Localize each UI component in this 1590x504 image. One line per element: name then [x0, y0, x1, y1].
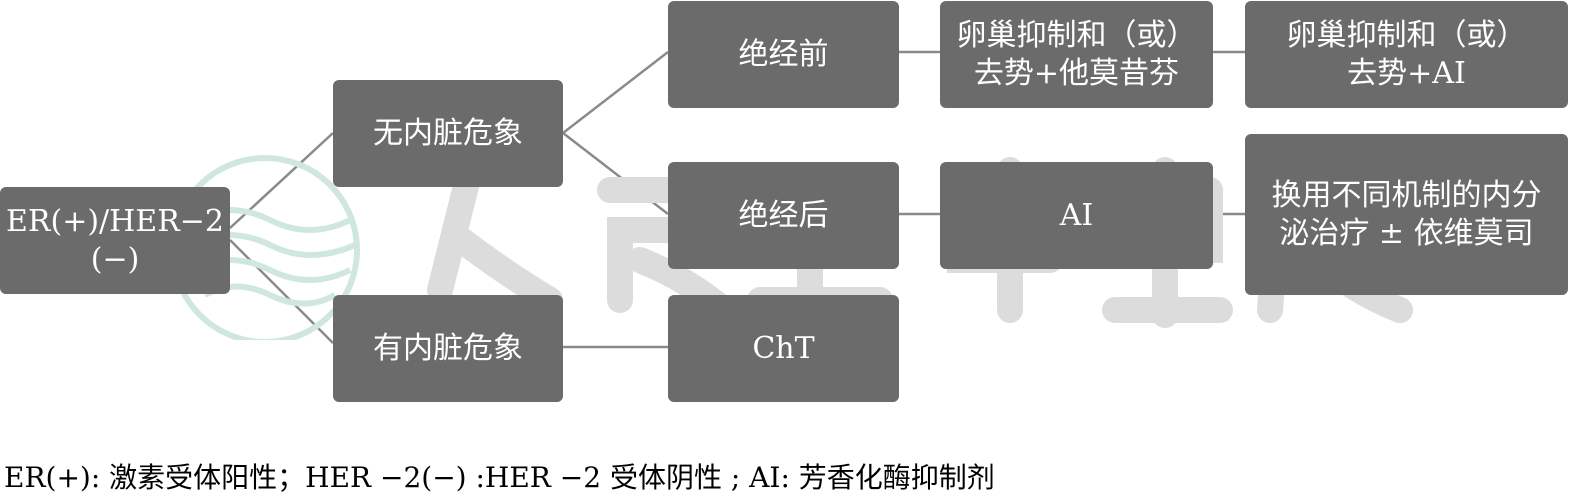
node-switch-endocrine-line-1: 换用不同机制的内分 [1271, 178, 1542, 213]
node-no-visceral-crisis: 无内脏危象 [333, 80, 563, 187]
node-ai-label: AI [1059, 197, 1094, 233]
node-ovarian-ai-line-1: 卵巢抑制和（或） [1286, 18, 1527, 53]
connector-root-visceral [229, 239, 334, 344]
node-no-visceral-label: 无内脏危象 [373, 115, 523, 151]
node-premenopausal-label: 绝经前 [738, 36, 829, 72]
connector-no-visceral-postmenopausal [562, 132, 669, 215]
connector-no-visceral-premenopausal [562, 51, 669, 134]
node-ovarian-tamoxifen: 卵巢抑制和（或）去势+他莫昔芬 [940, 1, 1213, 108]
node-visceral-label: 有内脏危象 [373, 330, 523, 366]
node-switch-endocrine-line-2: 泌治疗 ± 依维莫司 [1279, 215, 1534, 251]
node-ai: AI [940, 162, 1213, 269]
node-premenopausal: 绝经前 [668, 1, 899, 108]
node-ovarian-tamoxifen-line-2: 去势+他莫昔芬 [973, 55, 1180, 91]
node-visceral-crisis: 有内脏危象 [333, 295, 563, 402]
node-postmenopausal: 绝经后 [668, 162, 899, 269]
node-cht: ChT [668, 295, 899, 402]
node-root: ER(+)/HER−2(−) [0, 187, 230, 294]
node-root-line-1: ER(+)/HER−2 [6, 204, 225, 239]
node-ovarian-tamoxifen-line-1: 卵巢抑制和（或） [956, 18, 1197, 53]
node-ovarian-ai-line-2: 去势+AI [1347, 55, 1466, 91]
node-cht-label: ChT [752, 330, 815, 366]
node-root-line-2: (−) [90, 241, 140, 277]
node-postmenopausal-label: 绝经后 [738, 197, 829, 233]
legend-abbreviations: ER(+): 激素受体阳性；HER −2(−) :HER −2 受体阴性 ; A… [4, 461, 995, 494]
node-switch-endocrine: 换用不同机制的内分泌治疗 ± 依维莫司 [1245, 134, 1568, 295]
connector-root-no-visceral [229, 132, 334, 229]
node-ovarian-ai: 卵巢抑制和（或）去势+AI [1245, 1, 1568, 108]
